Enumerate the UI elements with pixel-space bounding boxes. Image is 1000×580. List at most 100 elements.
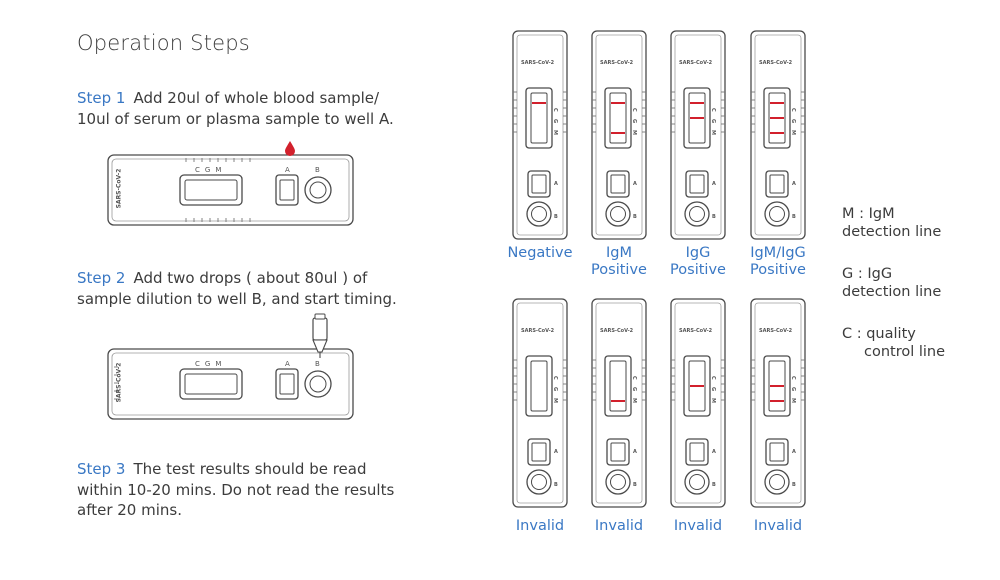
cassette-7-caption: Invalid (648, 518, 748, 535)
cassette-well-a-label: A (792, 449, 796, 455)
cassette-letter-g: G (552, 387, 558, 391)
cassette-5-caption: Invalid (490, 518, 590, 535)
step1-well-b-label: B (315, 166, 320, 174)
cassette-inner-border (595, 34, 643, 236)
result-window-inner (688, 360, 706, 412)
cassette-letter-g: G (710, 119, 716, 123)
well-a-inner (689, 174, 705, 194)
result-window-inner (688, 92, 706, 144)
step-2-line1: Add two drops ( about 80ul ) of (133, 269, 368, 287)
cassette-brand: SARS-CoV-2 (759, 60, 793, 66)
step-2-line2: sample dilution to well B, and start tim… (77, 289, 397, 308)
step-1-line2: 10ul of serum or plasma sample to well A… (77, 109, 394, 128)
cassette-inner-border (516, 34, 564, 236)
cassette-inner-border (754, 302, 802, 504)
well-a (606, 438, 630, 466)
well-b-inner (769, 474, 785, 490)
well-b-inner (769, 206, 785, 222)
horizontal-cassette-step2 (107, 348, 354, 420)
well-b (764, 469, 790, 495)
cassette-letter-g: G (552, 119, 558, 123)
step2-brand-text: SARS-CoV-2 (115, 362, 123, 403)
cassette-well-b-label: B (712, 482, 716, 488)
cassette-letter-c: C (631, 108, 637, 112)
step1-letter-c: C (195, 166, 205, 174)
cassette-brand: SARS-CoV-2 (600, 60, 634, 66)
step-2-label: Step 2 (77, 269, 126, 287)
caption-line: Positive (750, 262, 806, 278)
step1-cgm-letters: CGM (195, 166, 226, 174)
caption-line: Positive (591, 262, 647, 278)
result-window-outer (683, 355, 711, 417)
well-b-inner (689, 474, 705, 490)
cassette-well-a-label: A (554, 181, 558, 187)
legend-c-line1: C : quality (842, 326, 916, 342)
well-b-inner (531, 474, 547, 490)
cassette-letter-m: M (631, 398, 637, 403)
caption-line: Positive (670, 262, 726, 278)
cassette-body (591, 30, 647, 240)
well-a (527, 438, 551, 466)
well-b (684, 469, 710, 495)
step2-letter-g: G (204, 360, 216, 368)
well-a (765, 438, 789, 466)
cassette-well-a-label: A (712, 181, 716, 187)
result-window-outer (525, 87, 553, 149)
caption-line: IgG (685, 245, 711, 261)
step2-cgm-letters: CGM (195, 360, 226, 368)
cassette-well-b-label: B (792, 214, 796, 220)
well-a (765, 170, 789, 198)
well-b (526, 201, 552, 227)
well-b-inner (610, 206, 626, 222)
cassette-letter-c: C (790, 108, 796, 112)
page-title: Operation Steps (77, 31, 250, 55)
result-window-outer (604, 87, 632, 149)
cassette-inner-border (516, 302, 564, 504)
cassette-brand: SARS-CoV-2 (679, 60, 713, 66)
cassette-letter-g: G (790, 387, 796, 391)
cassette-inner-border (754, 34, 802, 236)
well-a (606, 170, 630, 198)
cassette-well-a-label: A (712, 449, 716, 455)
blood-drop-icon (285, 141, 295, 156)
result-window-inner (609, 360, 627, 412)
well-b (605, 469, 631, 495)
legend-g-line2: detection line (842, 284, 942, 300)
cassette-well-b-label: B (633, 214, 637, 220)
legend-g: G : IgG detection line (842, 265, 941, 301)
cassette-well-a-label: A (554, 449, 558, 455)
well-a (527, 170, 551, 198)
cassette-brand: SARS-CoV-2 (521, 60, 555, 66)
result-window-inner (768, 92, 786, 144)
cassette-letter-c: C (710, 376, 716, 380)
step1-brand-label: SARS-CoV-2 (115, 165, 131, 215)
legend-m: M : IgM detection line (842, 205, 941, 241)
cassette-letter-m: M (710, 398, 716, 403)
legend-m-line2: detection line (842, 224, 942, 240)
dropper-bottle-icon (312, 313, 328, 358)
step2-well-b-label: B (315, 360, 320, 368)
result-window-inner (530, 360, 548, 412)
result-window-inner (768, 360, 786, 412)
caption-line: Invalid (673, 518, 723, 534)
caption-line: Invalid (515, 518, 565, 534)
well-b-inner (610, 474, 626, 490)
result-window-outer (525, 355, 553, 417)
step2-letter-m: M (215, 360, 227, 368)
cassette-body (670, 298, 726, 508)
legend-c-line2: control line (864, 344, 946, 360)
cassette-body (591, 298, 647, 508)
cassette-well-b-label: B (712, 214, 716, 220)
step1-well-a-label: A (285, 166, 290, 174)
cassette-letter-m: M (790, 398, 796, 403)
well-b (526, 469, 552, 495)
cassette-body (750, 30, 806, 240)
caption-line: Invalid (594, 518, 644, 534)
cassette-letter-m: M (710, 130, 716, 135)
horizontal-cassette-step1 (107, 154, 354, 226)
